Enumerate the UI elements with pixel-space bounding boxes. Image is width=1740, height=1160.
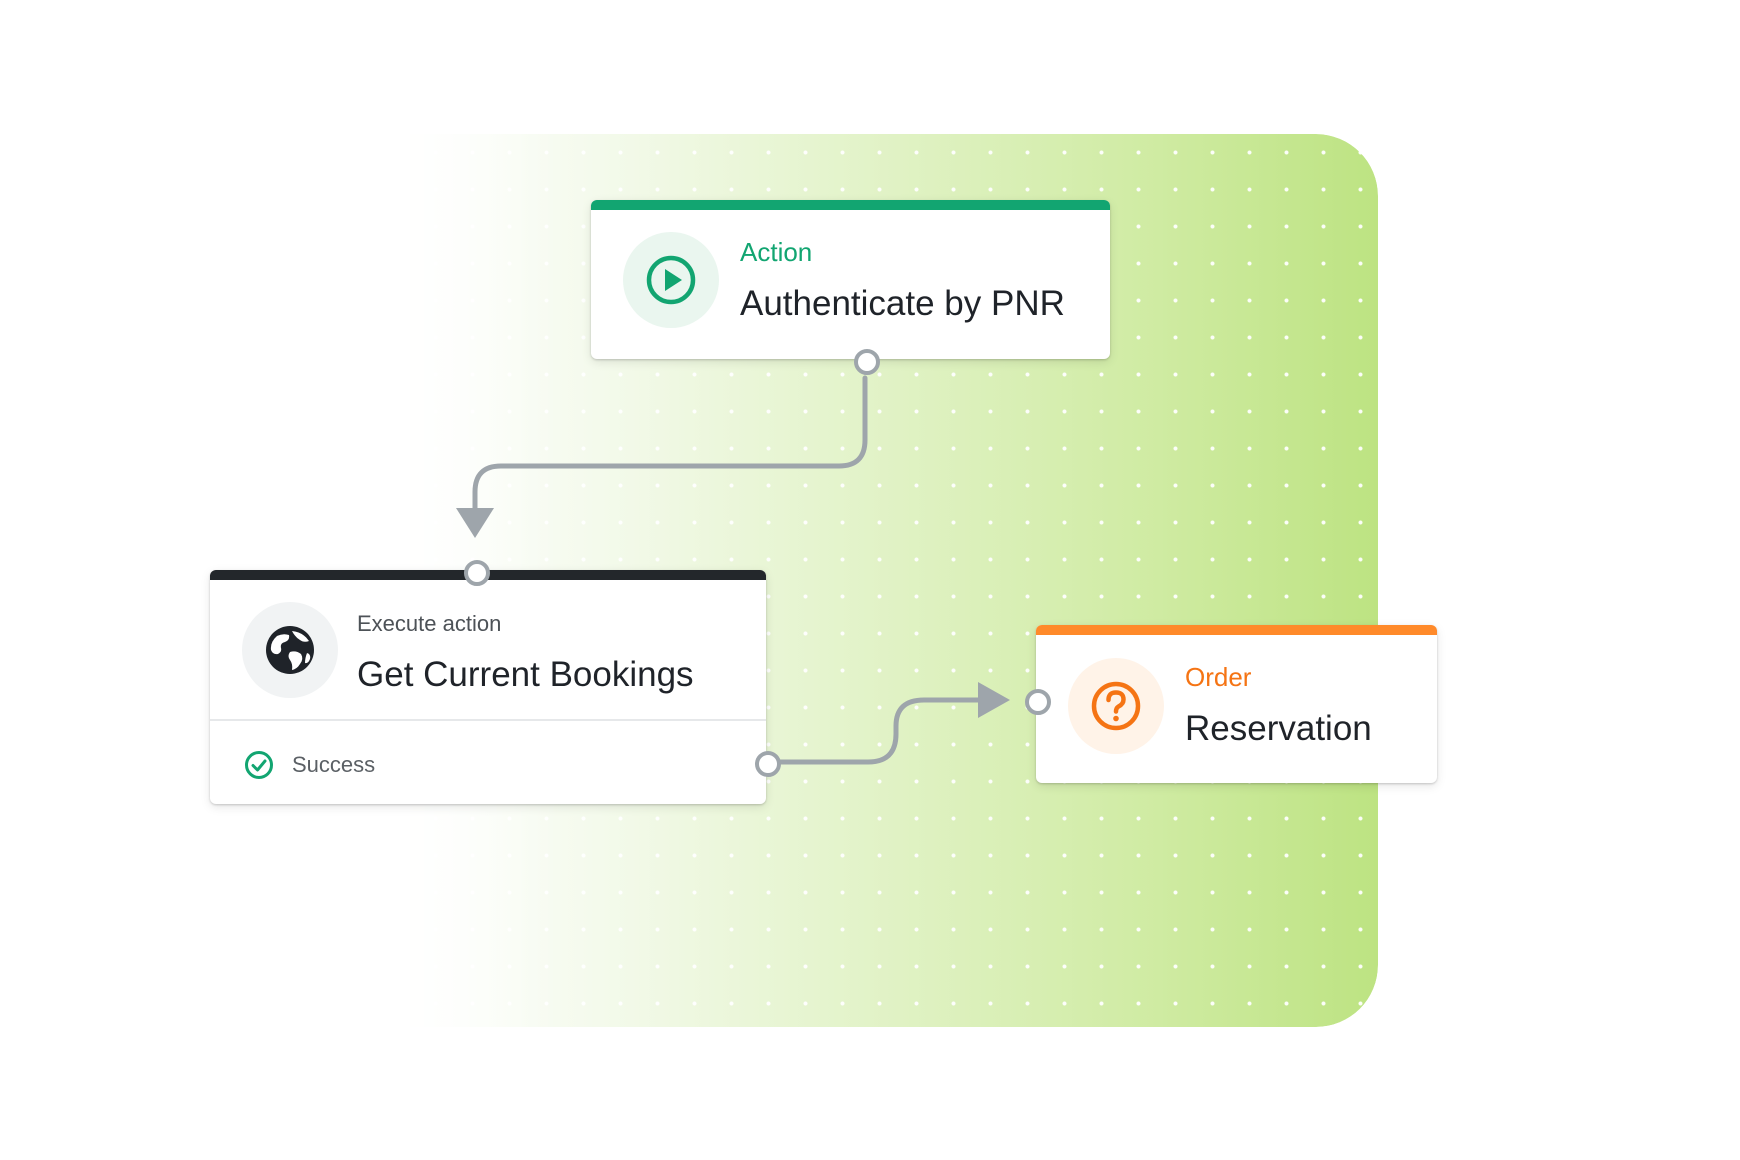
- node-title: Get Current Bookings: [357, 655, 694, 694]
- input-port-order[interactable]: [1025, 689, 1051, 715]
- node-icon-badge: [242, 602, 338, 698]
- node-type-label: Action: [740, 237, 813, 267]
- node-type-label: Execute action: [357, 611, 502, 636]
- arrowhead-right: [978, 682, 1010, 718]
- node-title: Reservation: [1185, 709, 1372, 748]
- node-accent-bar: [591, 200, 1110, 210]
- node-title: Authenticate by PNR: [740, 284, 1065, 323]
- node-order[interactable]: Order Reservation: [1036, 625, 1437, 783]
- play-circle-icon: [646, 255, 696, 305]
- globe-icon: [266, 626, 314, 674]
- check-circle-icon: [245, 751, 273, 779]
- question-circle-icon: [1091, 681, 1141, 731]
- node-execute-action[interactable]: Execute action Get Current Bookings Succ…: [210, 570, 766, 804]
- output-port-action[interactable]: [854, 349, 880, 375]
- edge-action-to-execute: [472, 375, 868, 515]
- node-accent-bar: [1036, 625, 1437, 635]
- node-icon-badge: [623, 232, 719, 328]
- node-icon-badge: [1068, 658, 1164, 754]
- input-port-execute[interactable]: [464, 560, 490, 586]
- node-outcome-row[interactable]: Success: [244, 750, 375, 780]
- node-action[interactable]: Action Authenticate by PNR: [591, 200, 1110, 359]
- node-divider: [210, 719, 766, 721]
- output-port-success[interactable]: [755, 751, 781, 777]
- outcome-label: Success: [292, 752, 376, 777]
- edge-execute-to-order: [763, 697, 985, 765]
- node-type-label: Order: [1185, 662, 1252, 692]
- arrowhead-down: [456, 508, 494, 538]
